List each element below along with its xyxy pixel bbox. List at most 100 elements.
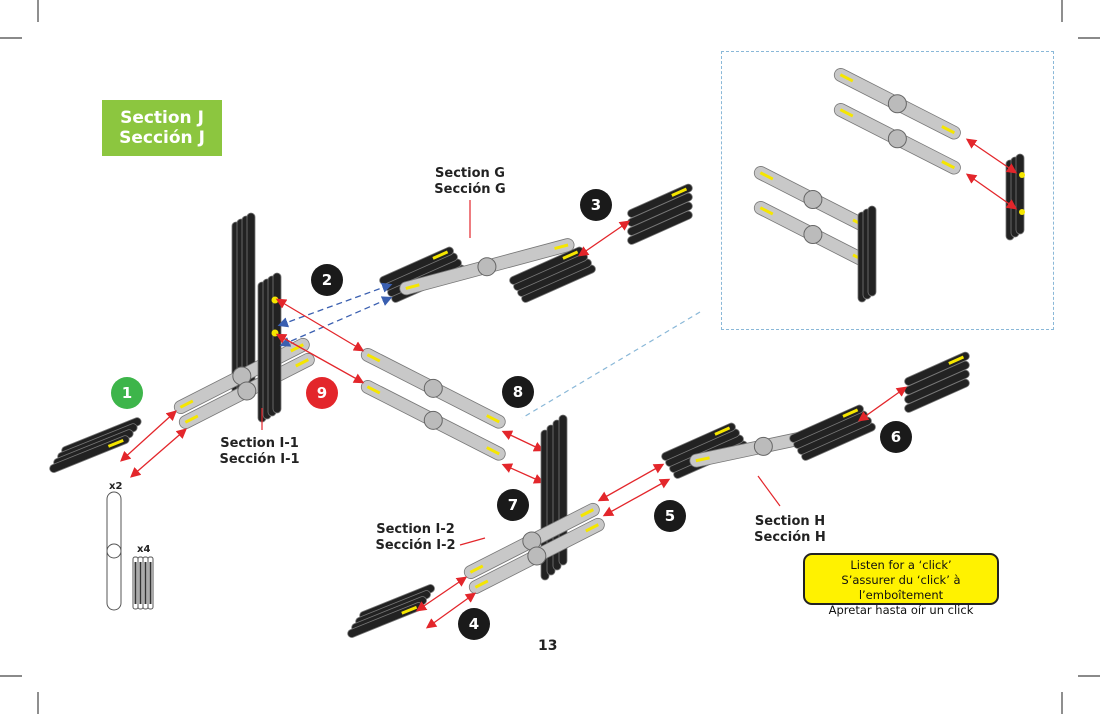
dashed-guide-line	[521, 311, 701, 419]
arm-step-9	[360, 380, 506, 461]
connector-yellow	[580, 508, 594, 518]
arrow-step-5a	[597, 463, 665, 502]
arrow-step-8b	[501, 463, 545, 484]
step-3-badge: 3	[580, 189, 612, 221]
connector-yellow	[474, 579, 489, 589]
arrow-step-8a	[501, 430, 545, 452]
step-6-badge: 6	[880, 421, 912, 453]
arrow-inset-a	[965, 138, 1018, 174]
connector-yellow	[554, 243, 569, 251]
click-note-es: Apretar hasta oír un click	[828, 603, 974, 617]
plate-section-g-right	[509, 246, 596, 303]
connector-yellow	[366, 385, 381, 395]
inset-plate-bar	[867, 205, 877, 297]
connector-yellow	[401, 605, 418, 615]
step-5-badge: 5	[654, 500, 686, 532]
arrow-step-9b	[275, 333, 365, 384]
connector-yellow	[366, 353, 381, 363]
connector-yellow	[941, 160, 956, 170]
section-title-es: Sección J	[119, 128, 205, 148]
arm-hub	[477, 257, 497, 277]
connector-yellow	[842, 408, 859, 418]
connector-yellow	[714, 426, 731, 436]
yellow-peg	[271, 329, 279, 337]
label-es: Sección I-1	[219, 452, 300, 467]
label-en: Section G	[435, 166, 505, 181]
plate-step-6	[904, 351, 970, 413]
plate-quantity: x4	[137, 544, 151, 555]
label-es: Sección H	[754, 530, 826, 545]
label-section-g: Section G Sección G	[425, 166, 515, 198]
arm-hub	[803, 190, 823, 210]
inset-arm-a	[833, 68, 961, 140]
click-note-fr: S’assurer du ‘click’ à l’emboîtement	[841, 573, 961, 602]
step-9-badge: 9	[306, 377, 338, 409]
parts-list	[106, 491, 154, 611]
arm-step-8	[360, 348, 506, 429]
connector-yellow	[562, 250, 579, 260]
section-title-badge: Section J Sección J	[102, 100, 222, 156]
step-8-badge: 8	[502, 376, 534, 408]
label-en: Section I-2	[376, 522, 455, 537]
connector-yellow	[486, 414, 500, 424]
arrow-step-1b	[130, 428, 187, 478]
arm-hub	[887, 129, 907, 149]
arm-hub	[423, 378, 443, 398]
connector-yellow	[469, 564, 484, 574]
yellow-peg	[1019, 172, 1025, 178]
connector-yellow	[486, 446, 500, 456]
arrow-step-3	[577, 220, 631, 257]
step-2-badge: 2	[311, 264, 343, 296]
label-section-i2: Section I-2 Sección I-2	[368, 522, 463, 554]
click-note-en: Listen for a ‘click’	[850, 558, 952, 572]
label-section-h: Section H Sección H	[745, 514, 835, 546]
connector-yellow	[179, 399, 194, 409]
leader-section-h	[757, 475, 781, 507]
arm-hub	[803, 225, 823, 245]
arm-i2-b	[468, 517, 605, 594]
connector-yellow	[948, 355, 965, 365]
parts-arm-hub	[106, 543, 122, 559]
arm-hub	[753, 436, 773, 456]
arrow-step-4b	[425, 592, 477, 629]
page-number: 13	[538, 638, 558, 654]
step-4-badge: 4	[458, 608, 490, 640]
vertical-plate-bar-front	[272, 272, 282, 414]
leader-section-i2	[459, 537, 486, 546]
label-es: Sección I-2	[375, 538, 456, 553]
connector-yellow	[585, 523, 599, 533]
arm-i2-a	[463, 502, 600, 579]
step-1-badge: 1	[111, 377, 143, 409]
yellow-peg	[271, 296, 279, 304]
arm-hub	[237, 381, 257, 401]
flat-plate-bottom-middle	[347, 584, 435, 638]
plate-step-3	[627, 183, 693, 245]
connector-yellow	[405, 283, 420, 290]
label-en: Section I-1	[220, 436, 299, 451]
plate-section-h-right	[789, 404, 876, 461]
yellow-peg	[1019, 209, 1025, 215]
inset-arm-b	[833, 103, 961, 175]
connector-yellow	[839, 108, 854, 118]
flat-plate-bottom-left	[49, 417, 142, 473]
connector-yellow	[432, 250, 449, 260]
label-es: Sección G	[434, 182, 506, 197]
arm-quantity: x2	[109, 481, 123, 492]
connector-yellow	[759, 171, 774, 181]
connector-yellow	[671, 187, 688, 197]
arrow-inset-b	[965, 173, 1018, 210]
arm-hub	[527, 546, 547, 566]
arrow-step-5b	[602, 478, 671, 517]
connector-yellow	[695, 456, 710, 463]
connector-yellow	[839, 73, 854, 83]
step-7-badge: 7	[497, 489, 529, 521]
label-en: Section H	[754, 514, 826, 529]
arm-hub	[423, 410, 443, 430]
arrow-step-2b	[279, 296, 393, 347]
label-section-i1: Section I-1 Sección I-1	[212, 436, 307, 468]
click-note-box: Listen for a ‘click’ S’assurer du ‘click…	[803, 553, 999, 617]
arrow-step-6	[857, 386, 908, 422]
arm-section-g	[399, 238, 575, 296]
